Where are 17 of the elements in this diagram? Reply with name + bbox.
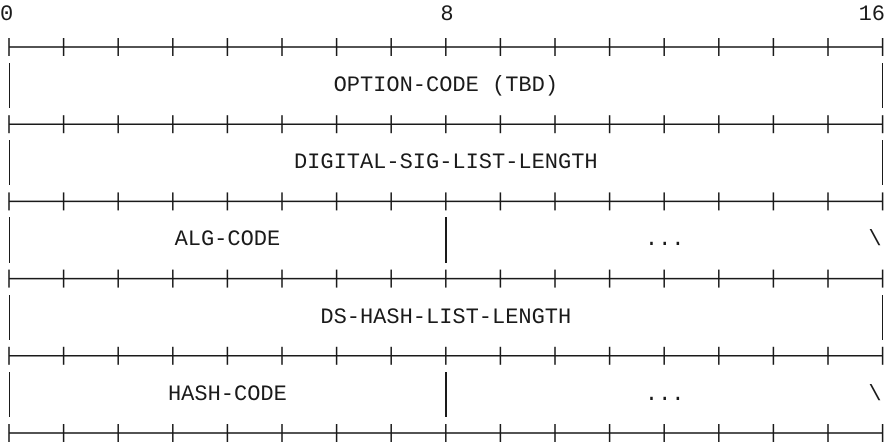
field-name: DS-HASH-LIST-LENGTH <box>320 304 572 332</box>
bit-offset-label: 8 <box>440 1 454 29</box>
bit-offset-label: 0 <box>0 1 14 29</box>
field-name: DIGITAL-SIG-LIST-LENGTH <box>294 149 598 178</box>
field-name: HASH-CODE <box>168 380 287 409</box>
field-name: OPTION-CODE (TBD) <box>334 72 558 100</box>
continuation-mark: \ <box>868 380 882 409</box>
bit-offset-label: 16 <box>858 1 885 29</box>
field-name: ... <box>644 380 684 409</box>
field-box <box>9 372 446 417</box>
continuation-mark: \ <box>868 226 882 254</box>
field-box <box>9 217 446 263</box>
field-name: ALG-CODE <box>174 226 280 254</box>
field-box <box>9 63 883 108</box>
field-name: ... <box>644 226 684 254</box>
field-box <box>9 294 883 340</box>
field-box <box>9 140 883 186</box>
